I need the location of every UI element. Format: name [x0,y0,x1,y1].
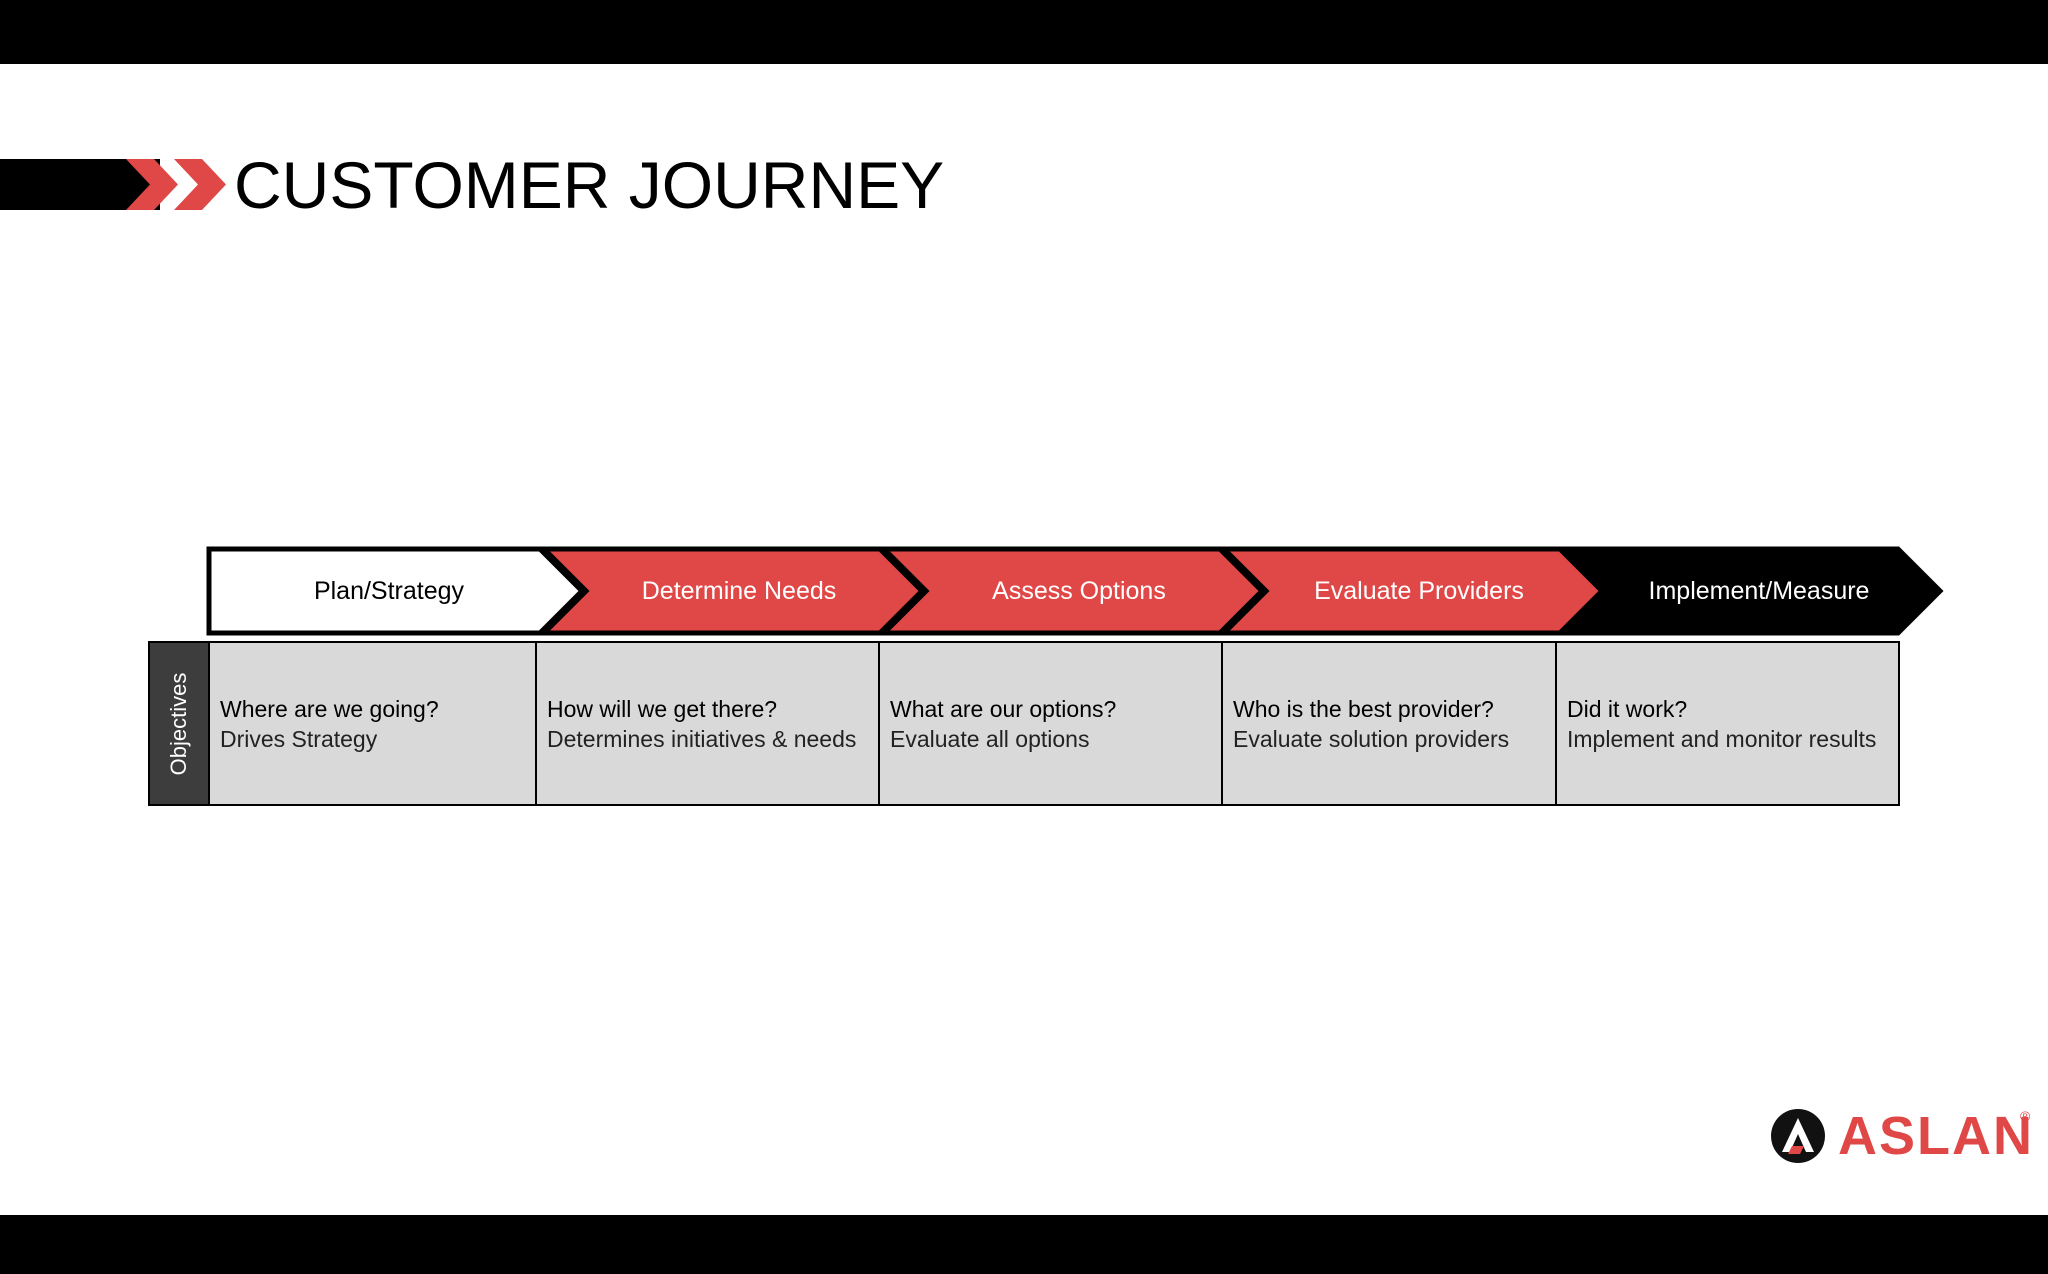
stage-arrow-assess-options [877,546,1266,636]
stage-label-evaluate-providers: Evaluate Providers [1314,577,1524,605]
registered-mark: ® [2020,1108,2031,1124]
stage-arrow-plan-strategy [206,546,586,636]
objective-cell-implement: Did it work? Implement and monitor resul… [1557,643,1898,804]
title-stripe [0,159,160,210]
top-bar [0,0,2048,64]
objectives-table: Objectives Where are we going? Drives St… [148,641,1900,806]
page-title: CUSTOMER JOURNEY [234,148,945,222]
objective-cell-plan: Where are we going? Drives Strategy [210,643,537,804]
objective-question: Who is the best provider? [1233,695,1494,722]
objective-answer: Determines initiatives & needs [547,725,857,752]
objective-answer: Implement and monitor results [1567,725,1877,752]
stage-arrow-evaluate-providers [1217,546,1606,636]
objective-cell-needs: How will we get there? Determines initia… [537,643,880,804]
objective-question: How will we get there? [547,695,778,722]
aslan-logo-icon [1771,1109,1825,1163]
stage-label-implement-measure: Implement/Measure [1648,577,1870,605]
stage-arrow-determine-needs [537,546,926,636]
objective-question: Where are we going? [220,695,439,722]
objective-cell-providers: Who is the best provider? Evaluate solut… [1223,643,1557,804]
bottom-bar [0,1215,2048,1274]
stage-label-determine-needs: Determine Needs [641,577,837,605]
aslan-logo: ASLAN ® [1770,1106,2040,1166]
objective-cell-options: What are our options? Evaluate all optio… [880,643,1223,804]
stage-arrow-implement-measure [1557,546,1944,636]
logo-text: ASLAN [1838,1106,2034,1166]
objective-answer: Evaluate all options [890,725,1090,752]
title-chevrons-icon [126,159,226,210]
journey-stages [206,546,1944,636]
objective-answer: Evaluate solution providers [1233,725,1510,752]
objectives-row-header: Objectives [150,643,210,804]
objectives-row-label: Objectives [166,672,191,775]
stage-label-plan-strategy: Plan/Strategy [313,577,465,605]
objective-answer: Drives Strategy [220,725,378,752]
stage-label-assess-options: Assess Options [992,577,1166,605]
objective-question: Did it work? [1567,695,1688,722]
objective-question: What are our options? [890,695,1117,722]
